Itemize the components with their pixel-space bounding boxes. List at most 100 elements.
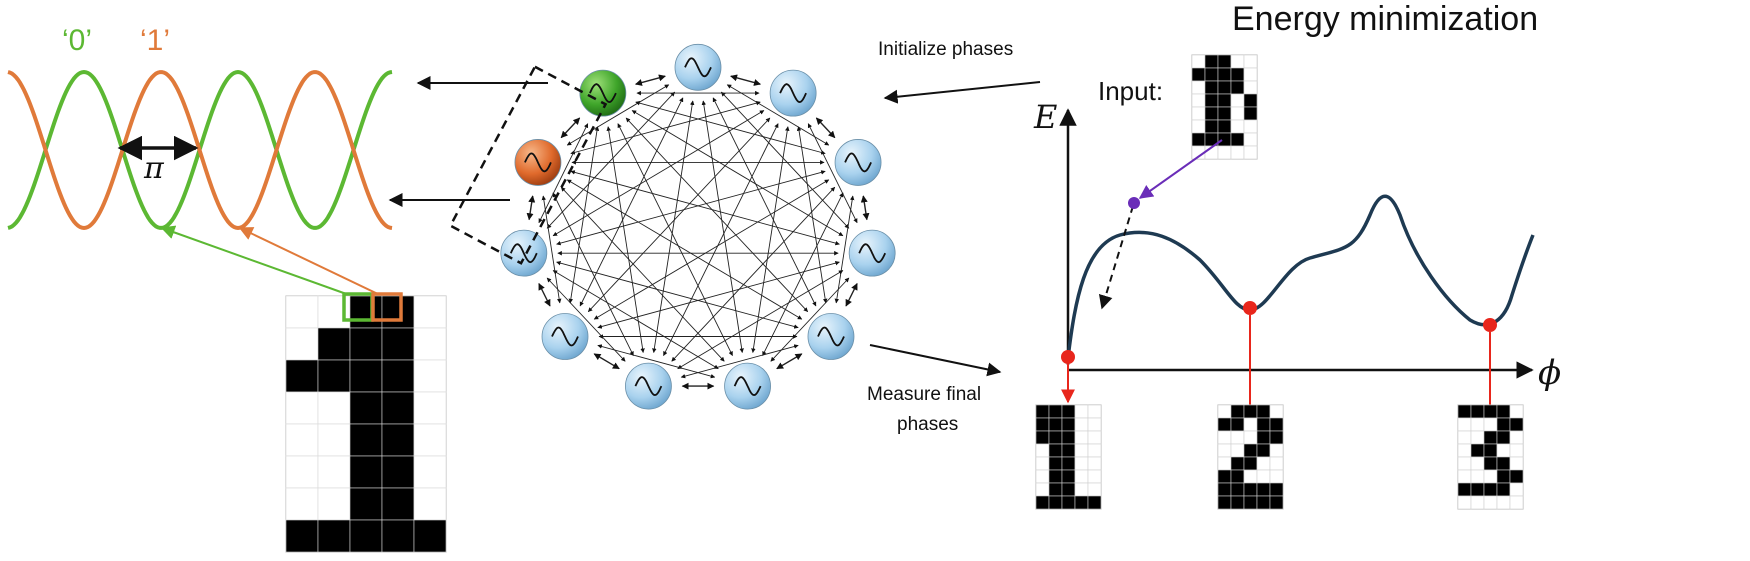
output-digit-1-pixel (1074, 404, 1089, 419)
output-digit-2-pixel (1217, 495, 1232, 510)
input-digit-pixel (381, 487, 415, 521)
input-digit-pixel (349, 327, 383, 361)
output-digit-3-pixel (1457, 482, 1472, 497)
sine-wave-icon (817, 326, 845, 347)
energy-input-digit-pixel (1230, 119, 1245, 134)
energy-title: Energy minimization (1232, 0, 1538, 38)
input-digit-pixel (413, 423, 447, 457)
output-digit-1-pixel (1074, 456, 1089, 471)
energy-input-digit-pixel (1217, 119, 1232, 134)
output-digit-2-pixel (1230, 443, 1245, 458)
output-digit-2-pixel (1256, 456, 1271, 471)
coupling-edge (560, 117, 581, 139)
output-digit-3-pixel (1457, 469, 1472, 484)
output-digit-3-pixel (1496, 404, 1511, 419)
input-digit-pixel (285, 519, 319, 553)
input-digit-pixel (413, 359, 447, 393)
measure-label-line1: Measure final (867, 384, 981, 405)
output-digit-1-pixel (1048, 443, 1063, 458)
energy-input-digit-pixel (1243, 67, 1258, 82)
coupling-edge (593, 353, 620, 370)
output-digit-2-pixel (1217, 417, 1232, 432)
sine-wave-icon (844, 152, 872, 173)
output-digit-1-pixel (1035, 430, 1050, 445)
input-digit-pixel (285, 455, 319, 489)
output-digit-2-pixel (1217, 456, 1232, 471)
output-digit-2-pixel (1243, 495, 1258, 510)
coupling-edge (815, 117, 836, 139)
input-digit-pixel (381, 519, 415, 553)
output-digit-3-pixel (1496, 495, 1511, 510)
output-digits (1035, 404, 1524, 510)
output-digit-2-pixel (1269, 456, 1284, 471)
energy-input-digit-pixel (1204, 54, 1219, 69)
output-digit-2-pixel (1243, 482, 1258, 497)
output-digit-2-pixel (1230, 456, 1245, 471)
output-digit-3-pixel (1483, 482, 1498, 497)
energy-input-digit-pixel (1204, 106, 1219, 121)
output-digit-3-pixel (1509, 495, 1524, 510)
output-digit-3-pixel (1470, 482, 1485, 497)
output-digit-3-pixel (1470, 456, 1485, 471)
oscillator-node (807, 313, 855, 360)
energy-input-digit-pixel (1204, 93, 1219, 108)
input-digit-pixel (317, 327, 351, 361)
output-digit-3-pixel (1509, 469, 1524, 484)
output-digit-1-pixel (1087, 417, 1102, 432)
output-digit-1-pixel (1048, 495, 1063, 510)
output-digit-3-pixel (1496, 482, 1511, 497)
output-digit-3-pixel (1483, 495, 1498, 510)
energy-input-digit-pixel (1217, 106, 1232, 121)
sine-wave-icon (634, 376, 663, 397)
output-digit-1-pixel (1035, 443, 1050, 458)
output-digit-1-pixel (1035, 404, 1050, 419)
output-digit-3-pixel (1457, 404, 1472, 419)
energy-input-digit (1191, 54, 1258, 160)
output-digit-2-pixel (1256, 430, 1271, 445)
output-digit-3-pixel (1470, 404, 1485, 419)
output-digit-1-pixel (1061, 404, 1076, 419)
output-digit-2-pixel (1269, 417, 1284, 432)
input-digit-pixel (285, 359, 319, 393)
input-digit-pixel (413, 391, 447, 425)
output-digit-3-pixel (1470, 469, 1485, 484)
input-digit-pixel (317, 519, 351, 553)
sine-wave-icon (858, 243, 887, 264)
input-digit (285, 295, 447, 553)
input-digit-pixel (381, 359, 415, 393)
input-digit-pixel (317, 423, 351, 457)
output-digit-1-pixel (1061, 482, 1076, 497)
input-digit-pixel (413, 455, 447, 489)
oscillator-node (514, 139, 562, 186)
coupling-edge (593, 179, 830, 320)
output-digit-3-pixel (1470, 443, 1485, 458)
energy-input-digit-pixel (1191, 67, 1206, 82)
output-digit-3-pixel (1457, 495, 1472, 510)
output-digit-1-pixel (1087, 482, 1102, 497)
output-digit-2-pixel (1269, 469, 1284, 484)
output-digit-3-pixel (1483, 443, 1498, 458)
coupling-edge (730, 74, 761, 86)
energy-input-digit-pixel (1243, 145, 1258, 160)
selection-box (448, 65, 608, 265)
energy-input-digit-pixel (1230, 132, 1245, 147)
input-digit-pixel (285, 487, 319, 521)
output-digit-3-pixel (1470, 495, 1485, 510)
sine-wave-icon (509, 243, 538, 264)
output-digit-1-pixel (1061, 417, 1076, 432)
input-digit-pixel (349, 295, 383, 329)
output-digit-1-pixel (1074, 430, 1089, 445)
oscillator-network (500, 43, 896, 410)
oscillator-node (579, 69, 627, 117)
output-digit-3-pixel (1496, 456, 1511, 471)
output-digit-2-pixel (1217, 443, 1232, 458)
coupling-edge (568, 126, 600, 304)
descent-arrow (1098, 205, 1134, 310)
output-digit-2 (1217, 404, 1284, 510)
output-digit-3-pixel (1509, 417, 1524, 432)
output-digit-3-pixel (1509, 482, 1524, 497)
energy-input-digit-pixel (1191, 132, 1206, 147)
output-digit-3-pixel (1496, 443, 1511, 458)
output-digit-2-pixel (1230, 417, 1245, 432)
